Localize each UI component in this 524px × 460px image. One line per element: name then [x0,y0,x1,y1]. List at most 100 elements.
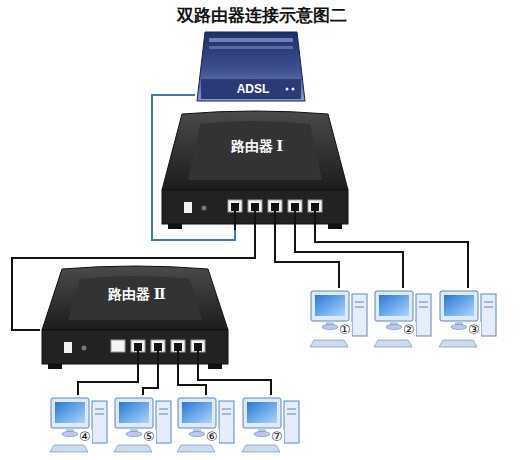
cable-end [274,210,276,230]
cable-end [137,350,139,370]
monitor-frame [375,291,413,321]
computer-tower [92,401,107,443]
computer-tower [481,294,496,336]
network-cable [275,230,339,288]
monitor-screen [119,402,149,423]
router-front [42,330,228,364]
device-label: ADSL [195,82,311,96]
monitor-frame [51,398,89,428]
callout-number: ⑥ [205,429,219,444]
cable-end [254,210,256,230]
drive-slot [95,409,104,410]
drive-slot [95,414,104,415]
network-cable [315,230,468,288]
monitor-base [126,432,142,437]
drive-slot [355,302,364,303]
power-jack [64,342,72,353]
router-box: 路由器 Ⅱ [40,265,234,370]
drive-slot [419,302,428,303]
router-label: 路由器 Ⅱ [40,286,234,304]
monitor-base [322,325,338,330]
callout-number: ⑤ [142,429,156,444]
monitor-base [386,325,402,330]
monitor-screen [379,295,409,316]
cable-plug [251,203,259,211]
drive-slot [484,307,493,308]
keyboard [310,340,348,347]
computer-picture [437,288,499,350]
computer-picture [240,395,302,455]
drive-slot [419,307,428,308]
monitor-base [62,432,78,437]
status-led [286,88,289,91]
computer-picture [48,395,110,455]
modem-stripe [209,46,293,49]
network-cable [178,370,206,395]
monitor-base [189,432,205,437]
callout-number: ④ [78,429,92,444]
monitor-screen [182,402,212,423]
cable-plug [194,343,202,351]
monitor-screen [444,295,474,316]
network-cable [143,370,158,395]
callout-number: ② [402,322,416,337]
computer-node: ① [308,288,370,350]
router-foot [168,224,182,229]
cable-end [157,350,159,370]
network-cable [12,230,255,330]
computer-tower [284,401,299,443]
network-cable [198,370,271,395]
cable-plug [311,203,319,211]
network-cable [295,230,403,288]
keyboard [114,445,152,452]
computer-picture [112,395,174,455]
router-foot [208,364,222,369]
monitor-frame [440,291,478,321]
adsl-modem: ADSL [195,30,311,105]
power-jack [184,202,192,213]
modem-stripe [209,38,293,42]
drive-slot [222,414,231,415]
cable-plug [231,203,239,211]
cable-end [294,210,296,230]
callout-number: ① [338,322,352,337]
computer-node: ② [372,288,434,350]
computer-picture [175,395,237,455]
cable-plug [154,343,162,351]
keyboard [50,445,88,452]
keyboard [374,340,412,347]
keyboard [439,340,477,347]
computer-node: ⑦ [240,395,302,455]
router-foot [328,224,342,229]
cable-end [197,350,199,370]
router-box: 路由器 Ⅰ [160,110,354,230]
cable-end [177,350,179,370]
callout-number: ③ [467,322,481,337]
monitor-frame [178,398,216,428]
computer-picture [308,288,370,350]
computer-tower [219,401,234,443]
router-picture [40,265,230,370]
lan-port [111,340,125,352]
router-picture [160,110,350,230]
monitor-base [451,325,467,330]
computer-node: ⑤ [112,395,174,455]
status-led [292,88,295,91]
monitor-frame [311,291,349,321]
cable-plug [291,203,299,211]
monitor-screen [315,295,345,316]
diagram-title: 双路由器连接示意图二 [0,4,524,27]
monitor-frame [115,398,153,428]
monitor-base [254,432,270,437]
drive-slot [159,409,168,410]
cable-plug [174,343,182,351]
monitor-screen [55,402,85,423]
computer-picture [372,288,434,350]
router-foot [48,364,62,369]
computer-node: ⑥ [175,395,237,455]
callout-number: ⑦ [270,429,284,444]
keyboard [242,445,280,452]
drive-slot [222,409,231,410]
computer-node: ③ [437,288,499,350]
cable-end [234,210,236,230]
